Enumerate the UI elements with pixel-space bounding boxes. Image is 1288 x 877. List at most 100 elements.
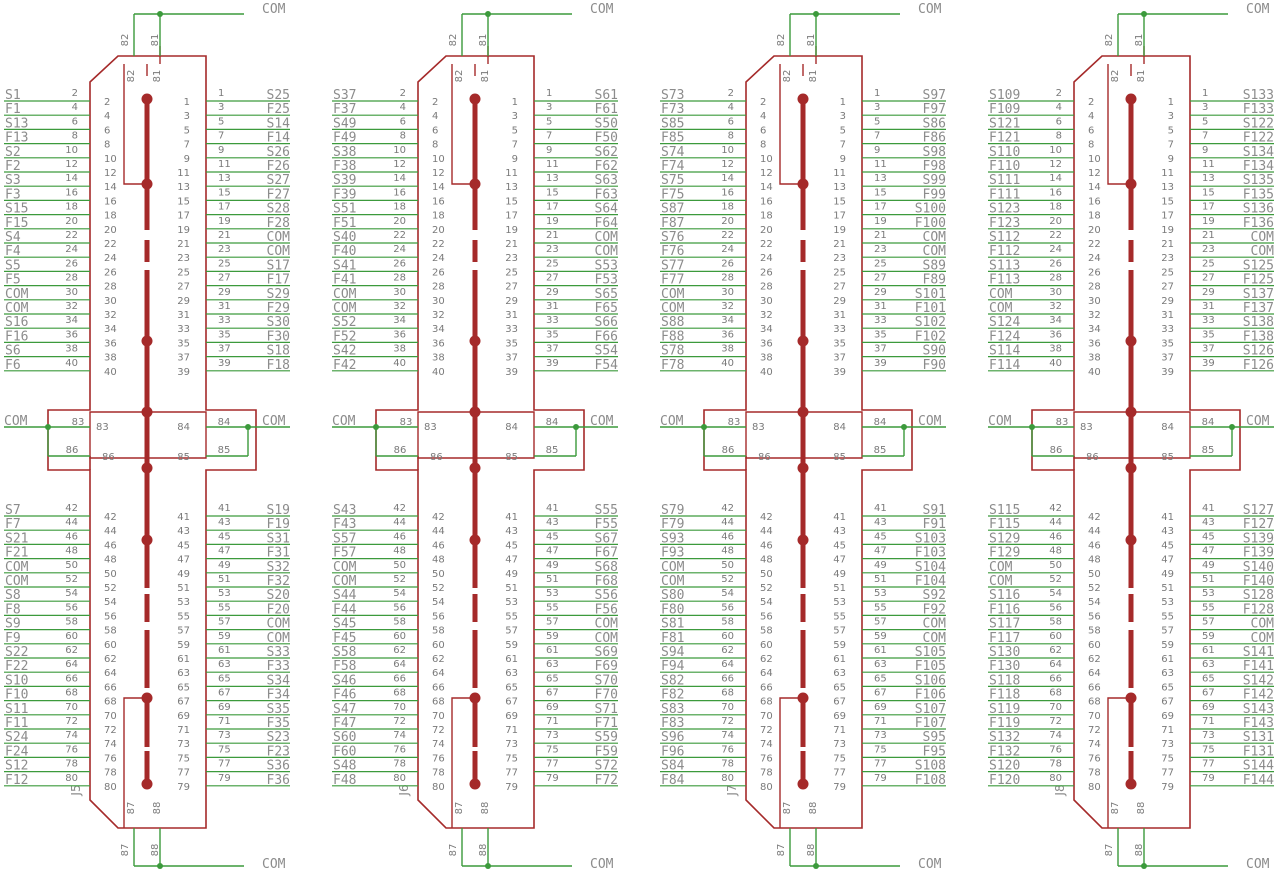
pin-number-right-top: 29 xyxy=(874,287,887,298)
signal-label-left-bottom: COM xyxy=(5,560,29,575)
pin-number-right-top: 25 xyxy=(218,258,231,269)
pin-number-left-bottom: 62 xyxy=(721,645,734,656)
signal-label-left-top: S37 xyxy=(333,88,356,103)
signal-label-left-bottom: S12 xyxy=(5,759,28,774)
pin-number-right-top: 39 xyxy=(218,358,231,369)
body-pin-left-bottom: 56 xyxy=(760,611,773,622)
pin-number-left-bottom: 70 xyxy=(65,702,78,713)
pin-number-left-bottom: 80 xyxy=(393,773,406,784)
body-pin-left-bottom: 78 xyxy=(760,768,773,779)
signal-label-left-top: S85 xyxy=(661,116,684,131)
body-pin-left-bottom: 74 xyxy=(432,739,445,750)
signal-label-left-top: COM xyxy=(333,301,357,316)
body-pin-left-top: 36 xyxy=(104,338,117,349)
pin-number-right-top: 21 xyxy=(1202,230,1215,241)
body-pin-right-bottom: 55 xyxy=(1161,611,1174,622)
signal-label-left-bottom: S94 xyxy=(661,645,685,660)
body-pin-right-top: 23 xyxy=(833,253,846,264)
pin-86-outer: 86 xyxy=(722,445,735,456)
com-label-left: COM xyxy=(332,414,356,429)
pin-number-left-top: 8 xyxy=(400,131,406,142)
pin-82-trace xyxy=(451,64,475,185)
signal-label-left-bottom: S130 xyxy=(989,645,1020,660)
pin-number-right-bottom: 47 xyxy=(874,546,887,557)
signal-label-right-top: COM xyxy=(595,230,619,245)
pin-number-left-bottom: 56 xyxy=(65,602,78,613)
signal-label-left-bottom: F96 xyxy=(661,744,684,759)
pin-number-right-top: 13 xyxy=(1202,173,1215,184)
pin-number-right-top: 19 xyxy=(1202,216,1215,227)
pin-number-right-bottom: 59 xyxy=(874,631,887,642)
pin-82-outer: 82 xyxy=(448,34,459,47)
pin-87-inner: 87 xyxy=(126,802,137,815)
pin-number-left-bottom: 64 xyxy=(393,659,406,670)
body-pin-left-top: 26 xyxy=(1088,267,1101,278)
body-pin-right-bottom: 57 xyxy=(833,626,846,637)
body-pin-right-top: 1 xyxy=(184,97,190,108)
pin-number-left-top: 6 xyxy=(72,116,78,127)
pin-number-left-bottom: 68 xyxy=(1049,688,1062,699)
signal-label-right-bottom: F69 xyxy=(595,659,618,674)
pin-82-inner: 82 xyxy=(454,70,465,83)
body-pin-right-top: 27 xyxy=(1161,282,1174,293)
pin-87-trace xyxy=(779,697,803,828)
body-pin-right-bottom: 49 xyxy=(505,569,518,580)
pin-number-right-top: 15 xyxy=(874,187,887,198)
pin-number-left-top: 12 xyxy=(721,159,734,170)
body-pin-left-bottom: 70 xyxy=(432,711,445,722)
signal-label-right-bottom: S55 xyxy=(595,503,618,518)
pin-number-right-bottom: 77 xyxy=(546,759,559,770)
body-pin-right-top: 37 xyxy=(177,353,190,364)
body-pin-left-bottom: 64 xyxy=(1088,668,1101,679)
reference-designator: J5 xyxy=(69,784,83,796)
body-pin-left-bottom: 64 xyxy=(104,668,117,679)
signal-label-right-top: F50 xyxy=(595,131,618,146)
signal-label-right-top: S17 xyxy=(267,258,290,273)
pin-number-right-bottom: 79 xyxy=(1202,773,1215,784)
pin-number-right-bottom: 57 xyxy=(874,617,887,628)
signal-label-left-bottom: F7 xyxy=(5,517,21,532)
body-pin-right-bottom: 73 xyxy=(833,739,846,750)
pin-number-left-top: 32 xyxy=(1049,301,1062,312)
body-pin-right-top: 17 xyxy=(505,211,518,222)
body-pin-left-bottom: 62 xyxy=(104,654,117,665)
pin-number-right-top: 1 xyxy=(874,88,880,99)
body-pin-left-top: 18 xyxy=(104,211,117,222)
signal-label-right-top: F97 xyxy=(923,102,946,117)
body-pin-right-top: 21 xyxy=(505,239,518,250)
body-pin-right-top: 1 xyxy=(840,97,846,108)
signal-label-right-bottom: S69 xyxy=(595,645,618,660)
body-pin-left-top: 10 xyxy=(104,154,117,165)
pin-number-right-bottom: 51 xyxy=(1202,574,1215,585)
signal-label-left-top: COM xyxy=(661,301,685,316)
pin-number-left-bottom: 64 xyxy=(721,659,734,670)
body-pin-left-bottom: 44 xyxy=(760,526,773,537)
pin-number-left-top: 8 xyxy=(72,131,78,142)
pin-number-left-top: 38 xyxy=(1049,344,1062,355)
signal-label-left-top: S123 xyxy=(989,202,1020,217)
pin-81-inner: 81 xyxy=(1136,70,1147,83)
pin-number-right-top: 39 xyxy=(546,358,559,369)
body-pin-left-top: 2 xyxy=(760,97,766,108)
pin-number-right-bottom: 59 xyxy=(218,631,231,642)
pin-81-outer: 81 xyxy=(1134,34,1145,47)
signal-label-left-top: F52 xyxy=(333,329,356,344)
signal-label-left-top: F111 xyxy=(989,187,1020,202)
signal-label-left-bottom: F119 xyxy=(989,716,1020,731)
signal-label-left-top: S110 xyxy=(989,145,1020,160)
pin-number-right-bottom: 51 xyxy=(874,574,887,585)
body-pin-left-bottom: 58 xyxy=(1088,626,1101,637)
pin-85-inner: 85 xyxy=(505,452,518,463)
body-pin-right-top: 19 xyxy=(177,225,190,236)
bus-node xyxy=(1125,406,1137,418)
body-pin-left-bottom: 52 xyxy=(760,583,773,594)
body-pin-right-top: 35 xyxy=(1161,338,1174,349)
pin-number-left-bottom: 62 xyxy=(1049,645,1062,656)
com-label-right: COM xyxy=(262,414,286,429)
pin-number-right-top: 35 xyxy=(874,329,887,340)
body-pin-right-top: 27 xyxy=(505,282,518,293)
signal-label-right-top: F98 xyxy=(923,159,946,174)
pin-number-right-top: 35 xyxy=(546,329,559,340)
signal-label-left-bottom: F24 xyxy=(5,744,29,759)
